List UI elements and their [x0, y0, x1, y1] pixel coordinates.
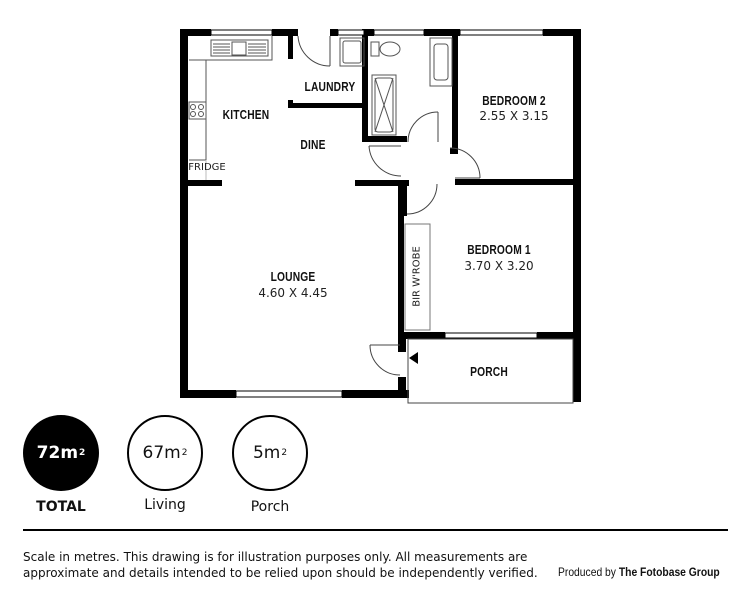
room-label-bedroom1: BEDROOM 1: [467, 243, 531, 257]
fixture-label-fridge: FRIDGE: [188, 162, 226, 173]
disclaimer-line-2: approximate and details intended to be r…: [23, 566, 538, 580]
walls: [180, 29, 581, 402]
bathroom-fixtures: [370, 37, 453, 136]
room-label-dine: DINE: [300, 138, 326, 152]
porch-outline: [407, 338, 574, 404]
room-dimensions-lounge: 4.60 X 4.45: [258, 286, 328, 300]
kitchen-counter: [188, 36, 273, 161]
disclaimer-line-1: Scale in metres. This drawing is for ill…: [23, 550, 528, 564]
disclaimer: Scale in metres. This drawing is for ill…: [23, 549, 543, 581]
doors: [297, 35, 481, 376]
windows: [210, 29, 544, 398]
room-dimensions-bedroom2: 2.55 X 3.15: [479, 109, 549, 123]
area-label-porch: Porch: [250, 499, 290, 515]
area-label-total: TOTAL: [36, 499, 86, 515]
room-label-lounge: LOUNGE: [270, 270, 316, 284]
credit-prefix: Produced by: [558, 565, 616, 579]
laundry-tub: [339, 37, 365, 67]
floor-plan: [180, 29, 581, 404]
wardrobe: [404, 223, 431, 331]
area-value-total: 72m: [36, 443, 79, 463]
area-label-living: Living: [144, 497, 186, 513]
entry-arrow-icon: [409, 352, 418, 364]
room-label-porch: PORCH: [470, 365, 508, 379]
room-label-laundry: LAUNDRY: [304, 80, 356, 94]
area-value-living: 67m: [142, 443, 181, 463]
credit-company: The Fotobase Group: [618, 565, 720, 579]
area-value-porch: 5m: [252, 443, 281, 463]
fixture-label-wardrobe: BIR W'ROBE: [411, 246, 423, 307]
producer-credit: Produced by The Fotobase Group: [558, 565, 720, 579]
room-dimensions-bedroom1: 3.70 X 3.20: [464, 259, 534, 273]
room-label-kitchen: KITCHEN: [222, 108, 270, 122]
room-label-bedroom2: BEDROOM 2: [482, 94, 546, 108]
footer-divider: [23, 529, 728, 531]
